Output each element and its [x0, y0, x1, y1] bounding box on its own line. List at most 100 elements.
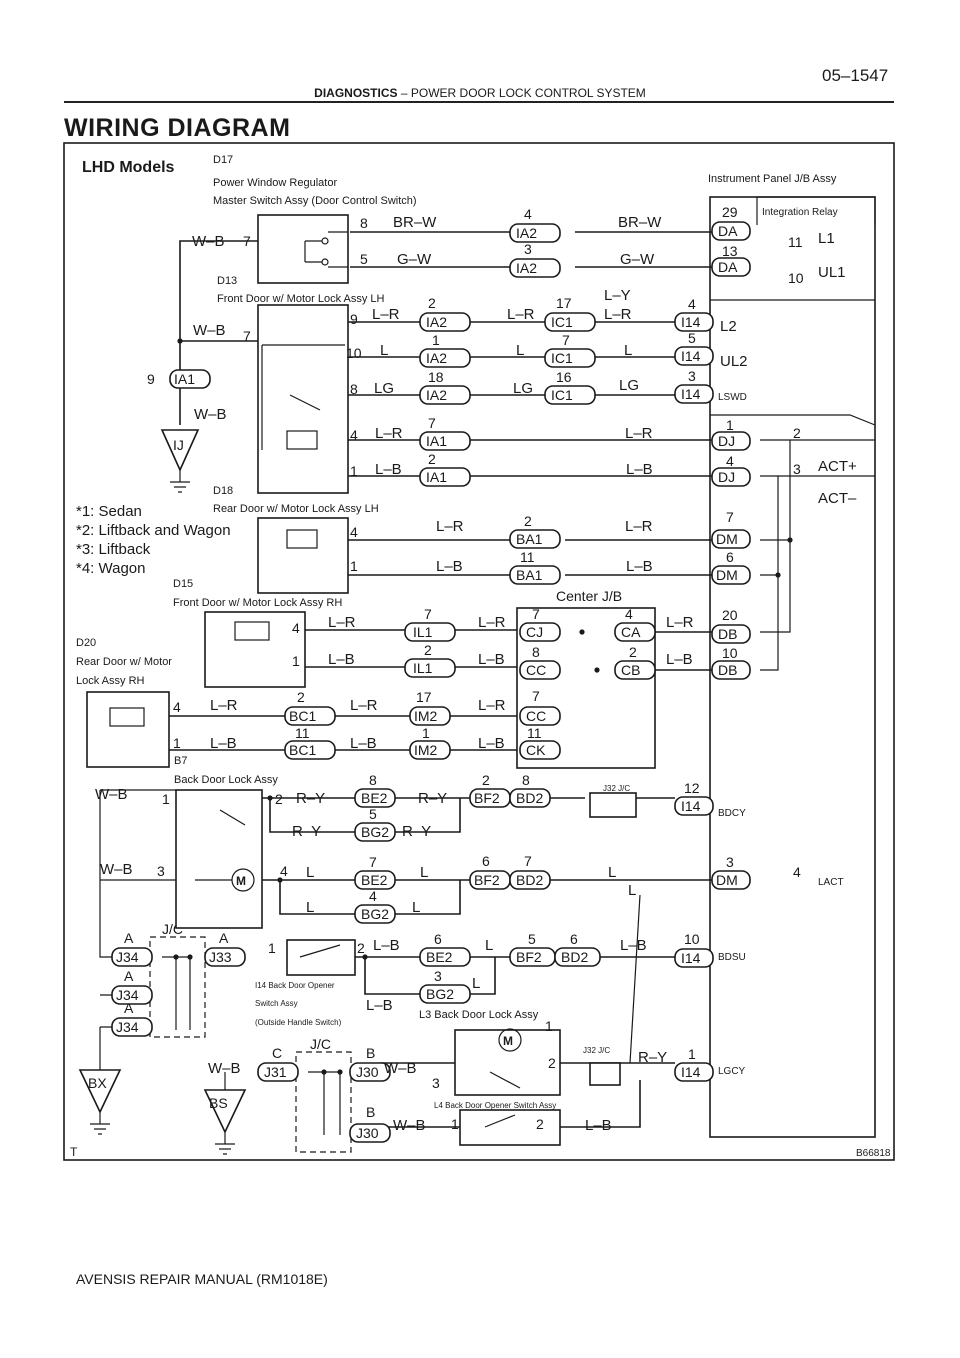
svg-text:7: 7 — [562, 332, 570, 348]
header-rule — [64, 101, 894, 103]
svg-text:J34: J34 — [116, 1019, 139, 1035]
svg-text:LG: LG — [513, 380, 533, 397]
svg-text:1: 1 — [422, 725, 430, 741]
svg-text:Rear Door w/ Motor: Rear Door w/ Motor — [76, 656, 172, 668]
svg-text:L: L — [516, 342, 524, 359]
svg-text:Power Window Regulator: Power Window Regulator — [213, 177, 337, 189]
svg-text:DJ: DJ — [718, 469, 735, 485]
svg-text:UL2: UL2 — [720, 353, 748, 370]
svg-text:7: 7 — [369, 854, 377, 870]
figure-code: B66818 — [856, 1148, 891, 1159]
svg-text:13: 13 — [722, 243, 738, 259]
svg-text:IL1: IL1 — [413, 660, 433, 676]
svg-text:29: 29 — [722, 204, 738, 220]
svg-text:17: 17 — [556, 295, 572, 311]
l3-label: L3 Back Door Lock Assy — [419, 1009, 539, 1021]
svg-text:BDCY: BDCY — [718, 808, 746, 819]
d17-switch-box — [257, 214, 349, 284]
svg-text:10: 10 — [684, 931, 700, 947]
d13-label: D13 Front Door w/ Motor Lock Assy LH — [217, 275, 385, 305]
svg-text:L1: L1 — [818, 230, 835, 247]
svg-text:11: 11 — [788, 234, 803, 250]
svg-text:R–Y: R–Y — [296, 790, 325, 807]
svg-text:6: 6 — [726, 549, 734, 565]
svg-text:D15: D15 — [173, 578, 193, 590]
svg-text:ACT–: ACT– — [818, 490, 857, 507]
svg-text:5: 5 — [528, 931, 536, 947]
svg-text:3: 3 — [157, 863, 165, 879]
svg-text:8: 8 — [522, 772, 530, 788]
svg-text:BA1: BA1 — [516, 567, 543, 583]
svg-text:B7: B7 — [174, 755, 187, 767]
svg-text:5: 5 — [688, 330, 696, 346]
svg-text:A: A — [124, 1000, 134, 1016]
svg-text:20: 20 — [722, 607, 738, 623]
page-number: 05–1547 — [822, 66, 889, 85]
ground-bx: BX — [78, 1069, 122, 1135]
svg-text:BF2: BF2 — [516, 949, 542, 965]
svg-text:D17: D17 — [213, 154, 233, 166]
svg-text:L–B: L–B — [478, 651, 505, 668]
svg-text:W–B: W–B — [393, 1117, 426, 1134]
svg-text:IJ: IJ — [173, 437, 184, 453]
svg-text:Master Switch Assy (Door Contr: Master Switch Assy (Door Control Switch) — [213, 195, 417, 207]
svg-text:L2: L2 — [720, 318, 737, 335]
svg-text:1: 1 — [545, 1018, 553, 1034]
svg-text:2: 2 — [357, 940, 365, 956]
svg-text:I14: I14 — [681, 798, 701, 814]
d13-lock-box — [257, 304, 349, 494]
svg-text:BDSU: BDSU — [718, 952, 746, 963]
svg-text:Front Door w/ Motor Lock Assy: Front Door w/ Motor Lock Assy LH — [217, 293, 385, 305]
svg-text:C: C — [272, 1045, 282, 1061]
svg-text:L: L — [306, 899, 314, 916]
d15-label: D15 Front Door w/ Motor Lock Assy RH — [173, 578, 342, 609]
svg-text:IA1: IA1 — [426, 433, 447, 449]
corner-mark: T — [70, 1145, 78, 1159]
svg-text:L–B: L–B — [626, 461, 653, 478]
svg-text:L–R: L–R — [372, 306, 400, 323]
svg-text:L: L — [306, 864, 314, 881]
svg-text:BD2: BD2 — [516, 872, 543, 888]
svg-text:7: 7 — [532, 688, 540, 704]
svg-text:L: L — [624, 342, 632, 359]
svg-text:IC1: IC1 — [551, 314, 573, 330]
svg-text:IA2: IA2 — [516, 260, 537, 276]
svg-text:7: 7 — [424, 606, 432, 622]
d18-lock-box — [257, 517, 349, 594]
svg-text:L–R: L–R — [328, 614, 356, 631]
jc-box-2 — [295, 1051, 352, 1153]
svg-text:IA2: IA2 — [426, 314, 447, 330]
svg-text:DJ: DJ — [718, 433, 735, 449]
svg-text:I14 Back Door Opener: I14 Back Door Opener — [255, 981, 335, 990]
svg-text:BR–W: BR–W — [393, 214, 437, 231]
page-title: WIRING DIAGRAM — [64, 114, 291, 142]
svg-text:2: 2 — [536, 1116, 544, 1132]
svg-text:Rear Door w/ Motor Lock Assy L: Rear Door w/ Motor Lock Assy LH — [213, 503, 379, 515]
notes-legend: *1: Sedan *2: Liftback and Wagon *3: Lif… — [76, 503, 231, 577]
svg-text:BF2: BF2 — [474, 872, 500, 888]
svg-text:8: 8 — [350, 381, 358, 397]
svg-text:L–R: L–R — [210, 697, 238, 714]
svg-text:G–W: G–W — [620, 251, 655, 268]
svg-text:7: 7 — [428, 415, 436, 431]
svg-text:8: 8 — [360, 215, 368, 231]
svg-text:W–B: W–B — [95, 786, 128, 803]
relay-label: Integration Relay — [762, 207, 838, 218]
svg-text:L–R: L–R — [666, 614, 694, 631]
svg-text:L–R: L–R — [625, 425, 653, 442]
svg-text:DB: DB — [718, 626, 737, 642]
svg-text:Back Door Lock Assy: Back Door Lock Assy — [174, 774, 278, 786]
svg-text:BE2: BE2 — [361, 872, 388, 888]
svg-text:*3: Liftback: *3: Liftback — [76, 541, 151, 558]
svg-text:Front Door w/ Motor Lock Assy: Front Door w/ Motor Lock Assy RH — [173, 597, 342, 609]
svg-text:7: 7 — [524, 853, 532, 869]
d18-label: D18 Rear Door w/ Motor Lock Assy LH — [213, 485, 379, 515]
svg-text:6: 6 — [434, 931, 442, 947]
svg-text:I14: I14 — [681, 348, 701, 364]
svg-text:I14: I14 — [681, 1064, 701, 1080]
svg-text:IA2: IA2 — [516, 225, 537, 241]
svg-text:L–B: L–B — [210, 735, 237, 752]
